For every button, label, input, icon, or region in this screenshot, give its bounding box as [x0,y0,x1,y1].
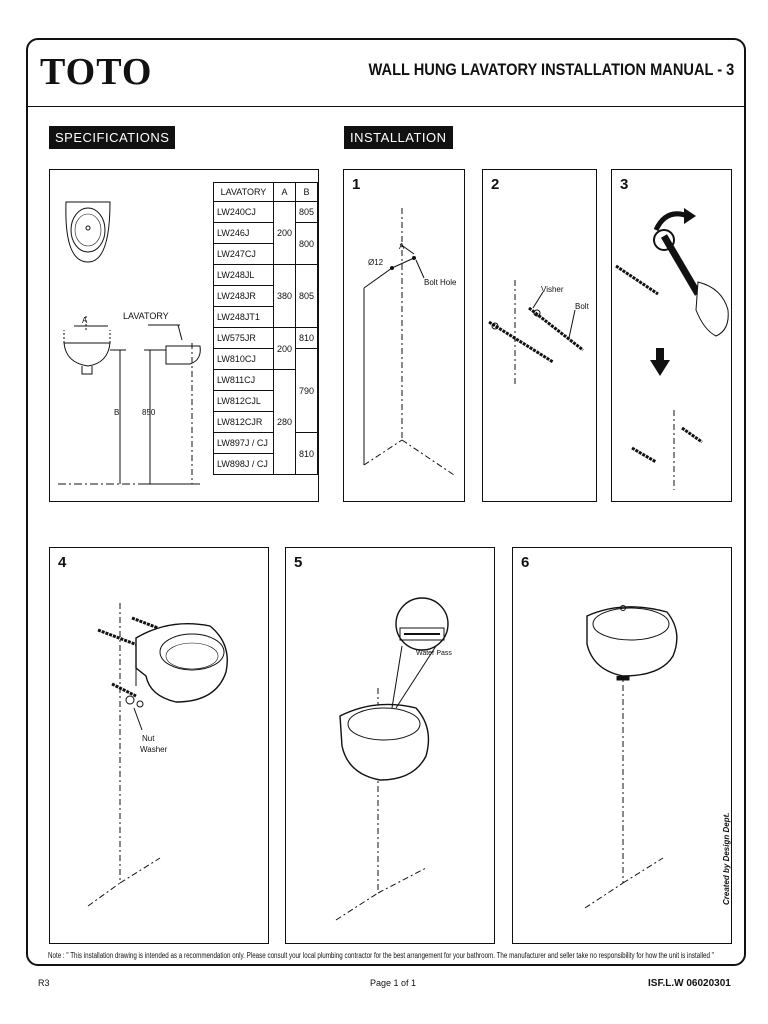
created-by-stamp: Created by Design Dept. [722,812,731,905]
dim-b-label: B [114,408,120,417]
b-cell: 800 [294,222,319,265]
mount-lavatory-drawing [87,603,228,907]
washer-label: Washer [140,745,168,754]
a-cell: 280 [272,369,296,475]
table-header-row: LAVATORY A B [213,182,319,202]
model-cell: LW812CJR [213,411,274,433]
lavatory-callout: LAVATORY [123,311,169,321]
model-cell: LW248JR [213,285,274,307]
header-a: A [272,182,296,202]
installation-note: Note : " This installation drawing is in… [48,951,714,960]
document-code: ISF.L.W 06020301 [648,978,731,989]
b-cell: 810 [294,327,319,349]
b-cell: 805 [294,264,319,328]
model-cell: LW247CJ [213,243,274,265]
table-row: LW897J / CJ 810 [213,432,319,475]
b-cell: 790 [294,348,319,433]
model-cell: LW248JL [213,264,274,286]
nut-label: Nut [142,734,155,743]
step-2-number: 2 [491,176,500,193]
model-cell: LW240CJ [213,201,274,223]
table-row: LW246J 800 [213,222,319,265]
model-cell: LW810CJ [213,348,274,370]
specifications-heading: SPECIFICATIONS [49,126,176,149]
step-3-panel: 3 [611,169,732,502]
table-row: LW898J / CJ [213,453,318,475]
page-number: Page 1 of 1 [370,978,417,988]
bolt-insert-drawing [488,280,584,385]
page-frame [26,38,746,966]
lavatory-dimension-diagram [58,201,201,485]
hole-diameter-label: Ø12 [368,258,384,267]
model-cell: LW897J / CJ [213,432,274,454]
visher-label: Visher [541,285,564,294]
table-row: LW810CJ 790 [213,348,319,433]
step-4-number: 4 [58,554,67,571]
header-lavatory: LAVATORY [213,182,274,202]
table-row: LW811CJ 280 [213,369,318,475]
revision-label: R3 [38,978,50,988]
toto-logo: TOTO [40,51,153,93]
step-2-panel: 2 Visher Bolt [482,169,597,502]
wrench-tightening-drawing [615,208,729,490]
specifications-table: LAVATORY A B LW240CJ 200 805 LW246J 800 … [213,182,319,475]
dim-a-label: A [399,242,405,251]
step-4-panel: 4 Nut Washer [49,547,269,944]
specifications-panel: A LAVATORY B 850 LAVATORY A B LW240CJ 20… [49,169,319,502]
table-row: LW575JR 200 810 [213,327,319,370]
wall-marking-drawing [363,208,455,476]
header-b: B [294,182,319,202]
b-cell: 805 [294,201,319,223]
installation-heading: INSTALLATION [344,126,453,149]
model-cell: LW898J / CJ [213,453,274,475]
step-5-panel: 5 Water Pass [285,547,495,944]
model-cell: LW812CJL [213,390,274,412]
header-divider [28,106,744,107]
step-3-number: 3 [620,176,629,193]
model-cell: LW575JR [213,327,274,349]
model-cell: LW248JT1 [213,306,274,328]
table-row: LW240CJ 200 805 [213,201,319,265]
table-row: LW248JL 380 805 [213,264,319,328]
dim-850-label: 850 [142,408,156,417]
a-cell: 380 [272,264,296,328]
step-1-panel: 1 Ø12 A Bolt Hole [343,169,465,502]
bolt-hole-label: Bolt Hole [424,278,457,287]
installed-lavatory-drawing [584,605,678,909]
water-pass-label: Water Pass [416,650,452,657]
model-cell: LW246J [213,222,274,244]
step-5-number: 5 [294,554,303,571]
step-6-number: 6 [521,554,530,571]
page-title: WALL HUNG LAVATORY INSTALLATION MANUAL -… [368,60,734,79]
bolt-label: Bolt [575,302,589,311]
b-cell: 810 [294,432,319,475]
dim-a-label: A [82,316,88,325]
a-cell: 200 [272,327,296,370]
step-1-number: 1 [352,176,361,193]
level-check-drawing [335,597,449,921]
a-cell: 200 [272,201,296,265]
step-6-panel: 6 [512,547,732,944]
model-cell: LW811CJ [213,369,274,391]
